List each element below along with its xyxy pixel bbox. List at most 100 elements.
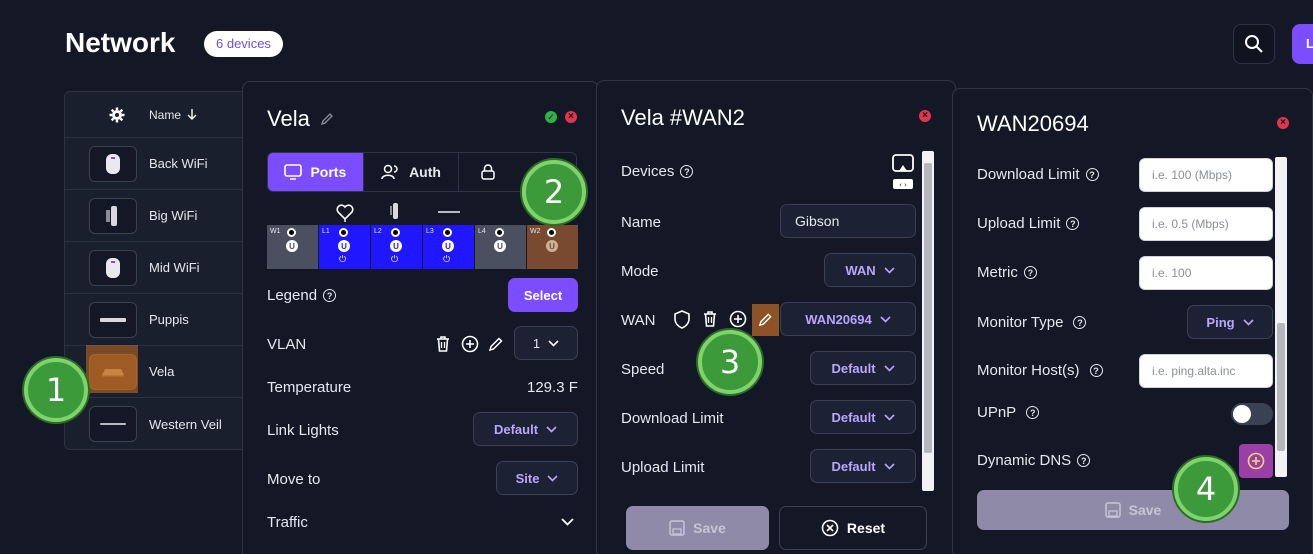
gear-icon[interactable]: [105, 107, 129, 123]
chevron-down-icon: [546, 425, 557, 433]
download-limit-label: Download Limit ?: [977, 166, 1099, 183]
download-limit-text: Download Limit: [977, 166, 1080, 183]
close-icon[interactable]: ×: [1277, 117, 1289, 129]
add-circle-icon[interactable]: [729, 310, 747, 328]
highlight-box: [752, 304, 779, 336]
help-icon[interactable]: ?: [680, 165, 694, 178]
edit-pencil-icon[interactable]: [758, 312, 773, 327]
upload-limit-input[interactable]: i.e. 0.5 (Mbps): [1139, 207, 1273, 241]
scrollbar[interactable]: [1275, 157, 1287, 477]
lock-icon: [481, 164, 496, 180]
help-icon[interactable]: ?: [1077, 454, 1091, 467]
metric-input[interactable]: i.e. 100: [1139, 256, 1273, 290]
speed-dropdown[interactable]: Default: [810, 351, 916, 385]
tab-auth-label: Auth: [409, 164, 441, 180]
search-button[interactable]: [1233, 24, 1275, 64]
chevron-down-icon: [883, 413, 895, 421]
download-limit-dropdown[interactable]: Default: [810, 400, 916, 434]
wan-dropdown[interactable]: WAN20694: [780, 302, 916, 336]
tab-security[interactable]: [459, 153, 576, 191]
list-item[interactable]: Western Veil: [65, 398, 253, 449]
power-icon: ⏻: [339, 254, 347, 264]
list-item[interactable]: Back WiFi: [65, 138, 253, 190]
device-name: Vela: [149, 364, 175, 379]
heart-wifi-icon: [336, 204, 354, 222]
devices-label: Devices ?: [621, 163, 694, 180]
list-item[interactable]: Big WiFi: [65, 190, 253, 242]
help-icon[interactable]: ?: [1085, 168, 1099, 181]
help-icon[interactable]: ?: [1026, 406, 1040, 419]
shield-icon[interactable]: [674, 310, 690, 329]
list-header: Name: [65, 92, 253, 138]
trash-icon[interactable]: [435, 335, 451, 353]
legend-text: Legend: [267, 287, 318, 304]
trash-icon[interactable]: [702, 310, 718, 328]
device-title: Vela: [267, 106, 310, 131]
scrollbar-thumb[interactable]: [924, 163, 932, 453]
name-input[interactable]: Gibson: [780, 204, 916, 238]
move-to-label: Move to: [267, 471, 321, 488]
switch-device-icon: [438, 211, 460, 213]
device-count-badge: 6 devices: [204, 31, 283, 57]
download-limit-input[interactable]: i.e. 100 (Mbps): [1139, 158, 1273, 192]
tab-auth[interactable]: Auth: [364, 153, 460, 191]
upload-limit-dropdown[interactable]: Default: [810, 449, 916, 483]
wan-detail-panel: WAN20694 × Download Limit ? i.e. 100 (Mb…: [952, 88, 1313, 554]
add-dns-button[interactable]: [1239, 444, 1273, 478]
port-badge: U: [390, 240, 402, 252]
chevron-down-icon[interactable]: [561, 518, 574, 526]
close-icon[interactable]: ×: [919, 110, 931, 122]
name-header-label: Name: [149, 107, 182, 122]
vlan-dropdown[interactable]: 1: [514, 326, 578, 360]
port-badge: U: [338, 240, 350, 252]
help-icon[interactable]: ?: [1066, 217, 1080, 230]
help-icon[interactable]: ?: [323, 289, 337, 302]
scrollbar[interactable]: [922, 151, 934, 491]
save-button[interactable]: Save: [977, 490, 1289, 530]
device-name: Big WiFi: [149, 208, 198, 223]
help-icon[interactable]: ?: [1089, 364, 1103, 377]
callout-badge: 2: [522, 160, 586, 224]
device-name: Mid WiFi: [149, 260, 200, 275]
port-label: L2: [374, 228, 382, 235]
help-icon[interactable]: ?: [1023, 266, 1037, 279]
tab-ports[interactable]: Ports: [268, 153, 364, 191]
speed-label: Speed: [621, 361, 665, 378]
name-sort-header[interactable]: Name: [149, 108, 197, 122]
help-icon[interactable]: ?: [1073, 316, 1087, 329]
corner-action-button[interactable]: L: [1292, 24, 1313, 64]
move-to-dropdown[interactable]: Site: [496, 461, 578, 495]
users-icon: [381, 164, 398, 180]
vlan-label: VLAN: [267, 336, 307, 353]
monitor-hosts-input[interactable]: i.e. ping.alta.inc: [1139, 354, 1273, 388]
edit-pencil-icon[interactable]: [320, 112, 334, 126]
list-item[interactable]: Puppis: [65, 294, 253, 346]
port-badge: U: [442, 240, 454, 252]
close-icon[interactable]: ×: [565, 111, 577, 123]
reset-button[interactable]: Reset: [779, 506, 927, 550]
upnp-toggle[interactable]: [1231, 403, 1273, 425]
port-panel-title: Vela #WAN2: [621, 105, 745, 130]
save-button[interactable]: Save: [626, 506, 769, 550]
link-lights-dropdown[interactable]: Default: [473, 412, 578, 446]
scrollbar-thumb[interactable]: [1277, 323, 1285, 451]
panel-title: Vela: [267, 106, 334, 132]
switch-icon: [89, 301, 137, 338]
chevron-down-icon: [548, 339, 559, 347]
mode-dropdown[interactable]: WAN: [824, 253, 916, 287]
port-label: L4: [478, 228, 486, 235]
list-item[interactable]: Mid WiFi: [65, 242, 253, 294]
edit-pencil-icon[interactable]: [488, 336, 504, 352]
monitor-type-dropdown[interactable]: Ping: [1187, 305, 1273, 339]
select-button[interactable]: Select: [508, 278, 578, 312]
confirm-icon[interactable]: ✓: [545, 111, 557, 123]
add-circle-icon[interactable]: [461, 335, 479, 353]
wan-panel-title: WAN20694: [977, 111, 1089, 136]
upnp-label: UPnP ?: [977, 404, 1040, 421]
